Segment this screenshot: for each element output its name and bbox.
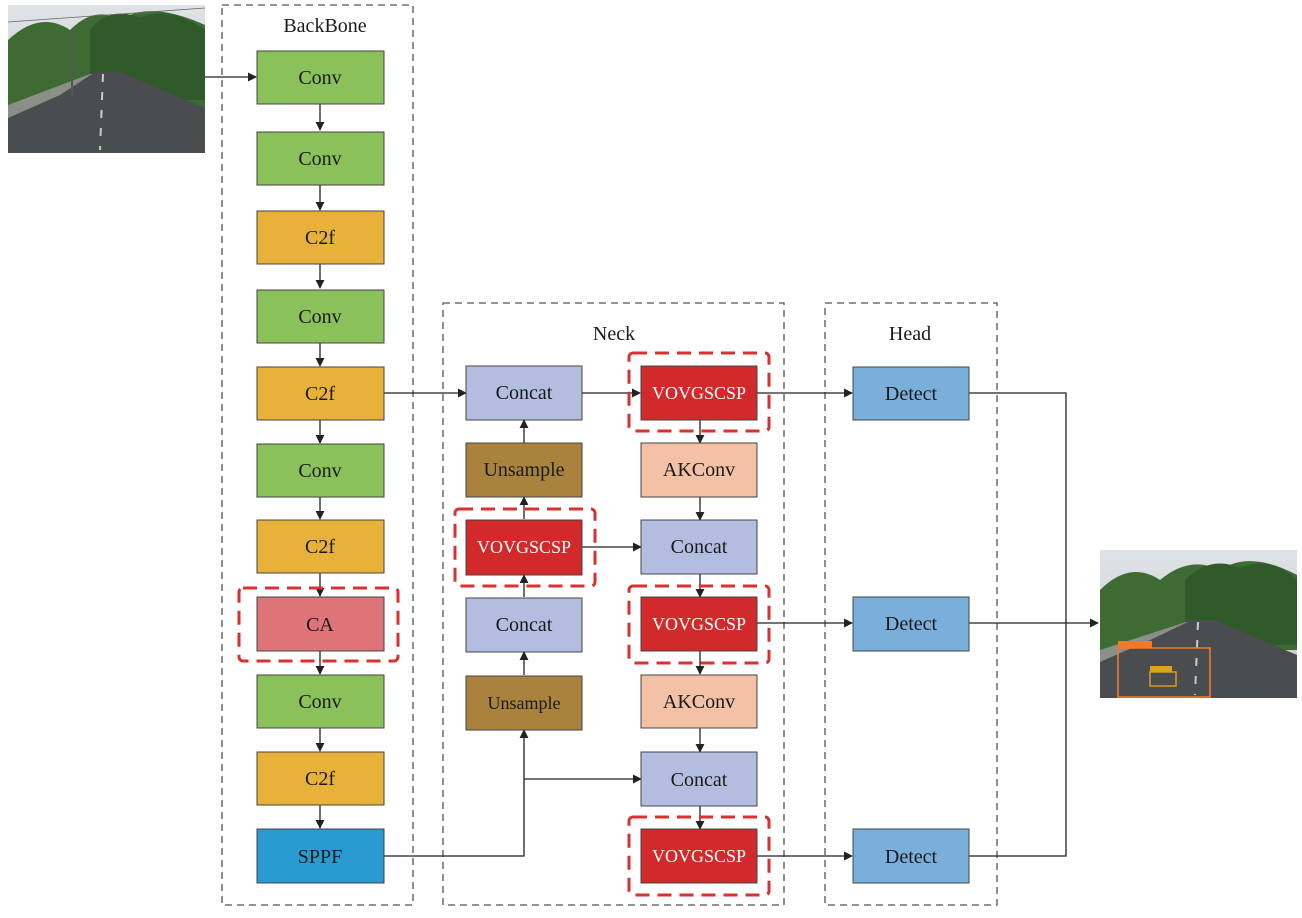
block-label: Concat bbox=[496, 614, 553, 636]
block-label: Conv bbox=[298, 306, 341, 328]
block-concat-l2: Concat bbox=[465, 597, 583, 653]
block-label: Detect bbox=[885, 846, 938, 868]
block-label: Unsample bbox=[488, 693, 561, 713]
neck-right-blocks: VOVGSCSP AKConv Concat VOVGSCSP AKConv C… bbox=[627, 351, 771, 897]
block-c2f-4: C2f bbox=[256, 751, 385, 806]
block-c2f-2: C2f bbox=[256, 366, 385, 421]
block-label: AKConv bbox=[663, 691, 735, 713]
block-conv-1: Conv bbox=[256, 50, 385, 105]
neck-left-blocks: Concat Unsample VOVGSCSP Concat Unsample bbox=[453, 365, 597, 731]
block-concat-r2: Concat bbox=[640, 751, 758, 807]
block-label: SPPF bbox=[298, 846, 343, 868]
output-image bbox=[1100, 550, 1297, 698]
vovgscsp-r1-highlight-frame bbox=[627, 351, 771, 433]
block-label: CA bbox=[306, 614, 334, 636]
block-label: VOVGSCSP bbox=[652, 846, 746, 866]
neck-title: Neck bbox=[593, 323, 635, 345]
block-label: Concat bbox=[671, 769, 728, 791]
block-label: VOVGSCSP bbox=[652, 614, 746, 634]
connections bbox=[205, 72, 1099, 861]
block-label: VOVGSCSP bbox=[652, 383, 746, 403]
block-label: C2f bbox=[305, 227, 335, 249]
block-label: AKConv bbox=[663, 459, 735, 481]
block-concat-r1: Concat bbox=[640, 519, 758, 575]
block-detect-2: Detect bbox=[852, 596, 970, 652]
head-blocks: Detect Detect Detect bbox=[852, 366, 970, 884]
block-conv-5: Conv bbox=[256, 674, 385, 729]
block-label: C2f bbox=[305, 536, 335, 558]
block-label: Conv bbox=[298, 691, 341, 713]
block-akconv-1: AKConv bbox=[640, 442, 758, 498]
block-label: Detect bbox=[885, 613, 938, 635]
block-vovgscsp-r1: VOVGSCSP bbox=[627, 351, 771, 433]
block-ca: CA bbox=[237, 586, 400, 663]
block-label: Detect bbox=[885, 383, 938, 405]
backbone-blocks: Conv Conv C2f Conv C2f Conv C2f CA bbox=[237, 50, 400, 884]
block-label: C2f bbox=[305, 383, 335, 405]
head-section bbox=[824, 302, 998, 906]
vovgscsp-l-highlight-frame bbox=[453, 507, 597, 588]
ca-highlight-frame bbox=[237, 586, 400, 663]
block-unsample-1: Unsample bbox=[465, 442, 583, 498]
block-label: Unsample bbox=[483, 459, 564, 481]
block-akconv-2: AKConv bbox=[640, 674, 758, 729]
backbone-section bbox=[221, 4, 414, 906]
block-sppf: SPPF bbox=[256, 828, 385, 884]
input-image bbox=[7, 5, 206, 153]
block-vovgscsp-r3: VOVGSCSP bbox=[627, 815, 771, 897]
neck-section bbox=[442, 302, 785, 906]
block-label: Conv bbox=[298, 148, 341, 170]
block-label: C2f bbox=[305, 768, 335, 790]
block-conv-4: Conv bbox=[256, 443, 385, 498]
block-c2f-1: C2f bbox=[256, 210, 385, 265]
vovgscsp-r2-highlight-frame bbox=[627, 584, 771, 665]
head-title: Head bbox=[889, 323, 931, 345]
block-c2f-3: C2f bbox=[256, 519, 385, 574]
block-conv-2: Conv bbox=[256, 131, 385, 186]
block-label: Concat bbox=[496, 382, 553, 404]
backbone-title: BackBone bbox=[283, 15, 366, 37]
block-conv-3: Conv bbox=[256, 289, 385, 344]
vovgscsp-r3-highlight-frame bbox=[627, 815, 771, 897]
block-label: Conv bbox=[298, 460, 341, 482]
block-label: VOVGSCSP bbox=[477, 537, 571, 557]
block-detect-1: Detect bbox=[852, 366, 970, 421]
block-detect-3: Detect bbox=[852, 828, 970, 884]
block-vovgscsp-r2: VOVGSCSP bbox=[627, 584, 771, 665]
block-label: Conv bbox=[298, 67, 341, 89]
block-unsample-2: Unsample bbox=[465, 675, 583, 731]
block-label: Concat bbox=[671, 536, 728, 558]
block-vovgscsp-l: VOVGSCSP bbox=[453, 507, 597, 588]
block-concat-l1: Concat bbox=[465, 365, 583, 421]
